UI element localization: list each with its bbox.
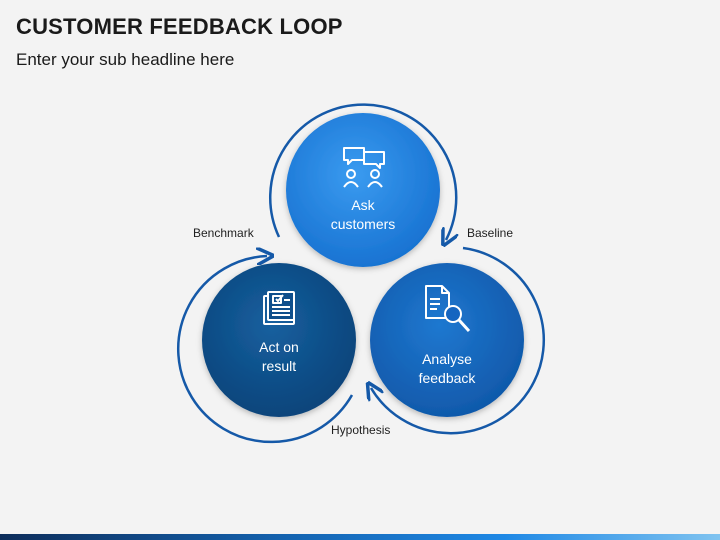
- checklist-document-icon: [263, 291, 295, 325]
- node-ask-circle: [286, 113, 440, 267]
- arc-right: [371, 246, 545, 435]
- footer-accent-bar: [0, 534, 720, 540]
- chat-users-icon: [343, 147, 385, 188]
- node-act-label: Act on result: [259, 339, 299, 374]
- arc-label-benchmark: Benchmark: [193, 226, 254, 240]
- page-title: CUSTOMER FEEDBACK LOOP: [16, 14, 343, 39]
- arc-top: [268, 103, 456, 240]
- node-analyse-label: Analyse feedback: [418, 351, 476, 386]
- document-search-icon: [425, 285, 471, 333]
- arc-label-baseline: Baseline: [467, 226, 514, 240]
- node-act-circle: [202, 263, 356, 417]
- node-analyse-circle: [370, 263, 524, 417]
- node-ask-label: Ask customers: [330, 197, 396, 232]
- arc-label-hypothesis: Hypothesis: [331, 423, 391, 437]
- arc-left: [176, 256, 354, 444]
- page-subtitle: Enter your sub headline here: [16, 50, 235, 69]
